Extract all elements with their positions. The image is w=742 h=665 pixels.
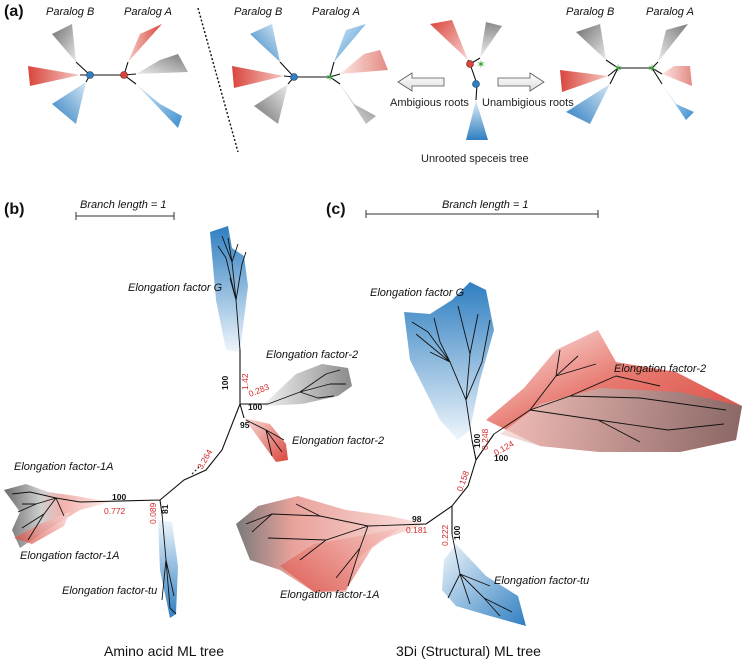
support-value: 100 bbox=[452, 526, 462, 540]
wedge-gray bbox=[658, 24, 688, 62]
root-marker bbox=[290, 73, 298, 81]
wedge-gray bbox=[136, 54, 188, 74]
unrooted-species-tree: ✶ Unrooted speceis tree bbox=[421, 20, 529, 165]
root-marker bbox=[86, 71, 94, 79]
clade-wedge-ef-tu bbox=[442, 544, 526, 626]
branch-length: 0.181 bbox=[406, 525, 428, 535]
wedge-gray bbox=[254, 84, 288, 124]
clade-label-ef2: Elongation factor-2 bbox=[614, 363, 706, 375]
wedge-gray bbox=[52, 24, 76, 62]
panel-b: (b) Branch length = 1 Elongation factor … bbox=[4, 199, 384, 659]
root-marker bbox=[472, 80, 480, 88]
paralog-b-label: Paralog B bbox=[46, 6, 94, 18]
scale-bar-label: Branch length = 1 bbox=[442, 199, 529, 211]
paralog-a-label: Paralog A bbox=[312, 6, 360, 18]
root-marker bbox=[120, 71, 128, 79]
support-value: 100 bbox=[472, 434, 482, 448]
paralog-a-label: Paralog A bbox=[124, 6, 172, 18]
support-value: 98 bbox=[412, 514, 422, 524]
paralog-a-label: Paralog A bbox=[646, 6, 694, 18]
wedge-red bbox=[28, 66, 80, 86]
wedge-red bbox=[560, 70, 608, 92]
branch-length: 0.283 bbox=[247, 382, 271, 399]
branch-length: 0.222 bbox=[440, 524, 450, 546]
branch-length: 3.264 bbox=[195, 447, 214, 471]
unambiguous-roots-label: Unambigious roots bbox=[482, 97, 574, 109]
wedge-red bbox=[340, 50, 388, 74]
clade-label-ef1a-bottom: Elongation factor-1A bbox=[20, 550, 119, 562]
panel-a-label: (a) bbox=[4, 3, 24, 20]
unrooted-tree-label: Unrooted speceis tree bbox=[421, 153, 529, 165]
clade-wedge-ef-g bbox=[210, 226, 248, 352]
paralog-b-label: Paralog B bbox=[234, 6, 282, 18]
support-value: 95 bbox=[240, 420, 250, 430]
scale-bar-label: Branch length = 1 bbox=[80, 199, 167, 211]
gene-tree-3: Paralog B Paralog A ✶ ✶ bbox=[560, 6, 694, 124]
wedge-red bbox=[662, 66, 692, 86]
wedge-blue bbox=[136, 84, 182, 128]
support-value: 100 bbox=[112, 492, 126, 502]
gene-tree-1: Paralog B Paralog A bbox=[28, 6, 188, 128]
panel-a: (a) Paralog B Paralog A Paralog B Paralo… bbox=[4, 3, 694, 165]
clade-label-ef1a-top: Elongation factor-1A bbox=[14, 461, 113, 473]
star-marker: ✶ bbox=[647, 63, 656, 75]
wedge-blue bbox=[52, 82, 86, 124]
dashed-separator bbox=[197, 7, 239, 153]
panel-c-label: (c) bbox=[326, 201, 346, 218]
clade-label-ef-g: Elongation factor G bbox=[370, 287, 465, 299]
star-marker: ✶ bbox=[476, 59, 485, 71]
wedge-blue bbox=[566, 84, 610, 124]
panel-b-title: Amino acid ML tree bbox=[104, 643, 224, 659]
branch-length: 0.158 bbox=[454, 469, 471, 493]
wedge-red bbox=[232, 66, 284, 88]
clade-wedge-ef2-top bbox=[262, 364, 352, 406]
scale-bar: Branch length = 1 bbox=[365, 199, 599, 218]
wedge-blue bbox=[662, 84, 694, 120]
support-value: 100 bbox=[220, 376, 230, 390]
star-marker: ✶ bbox=[613, 63, 622, 75]
wedge-blue bbox=[466, 100, 488, 140]
wedge-blue bbox=[250, 24, 280, 62]
star-marker: ✶ bbox=[325, 72, 334, 84]
support-value: 100 bbox=[248, 402, 262, 412]
arrow-left bbox=[397, 72, 445, 92]
paralog-b-label: Paralog B bbox=[566, 6, 614, 18]
wedge-red bbox=[430, 20, 468, 60]
ambiguous-roots-label: Ambigious roots bbox=[390, 97, 469, 109]
clade-wedge-ef2-bottom bbox=[244, 418, 288, 462]
panel-b-label: (b) bbox=[4, 201, 24, 218]
clade-label-ef-g: Elongation factor G bbox=[128, 282, 223, 294]
wedge-gray bbox=[576, 24, 606, 60]
scale-bar: Branch length = 1 bbox=[75, 199, 175, 220]
support-value: 100 bbox=[494, 453, 508, 463]
clade-label-ef2-bottom: Elongation factor-2 bbox=[292, 435, 384, 447]
clade-label-ef-tu: Elongation factor-tu bbox=[494, 575, 589, 587]
wedge-red bbox=[128, 24, 162, 62]
branch-length: 0.089 bbox=[148, 502, 158, 524]
clade-label-ef1a: Elongation factor-1A bbox=[280, 589, 379, 601]
wedge-gray bbox=[480, 22, 502, 58]
arrow-right bbox=[497, 72, 545, 92]
panel-c: (c) Branch length = 1 Elongation factor … bbox=[236, 199, 742, 659]
root-marker bbox=[466, 60, 474, 68]
support-value: 81 bbox=[160, 504, 170, 514]
branch-length: 1.42 bbox=[240, 373, 250, 390]
branch-length: 0.248 bbox=[480, 428, 490, 450]
wedge-blue bbox=[334, 24, 366, 62]
panel-c-title: 3Di (Structural) ML tree bbox=[396, 643, 541, 659]
clade-label-ef2-top: Elongation factor-2 bbox=[266, 349, 358, 361]
wedge-gray bbox=[340, 84, 376, 124]
gene-tree-2: Paralog B Paralog A ✶ bbox=[232, 6, 388, 124]
clade-label-ef-tu: Elongation factor-tu bbox=[62, 585, 157, 597]
branch-length: 0.772 bbox=[104, 506, 126, 516]
